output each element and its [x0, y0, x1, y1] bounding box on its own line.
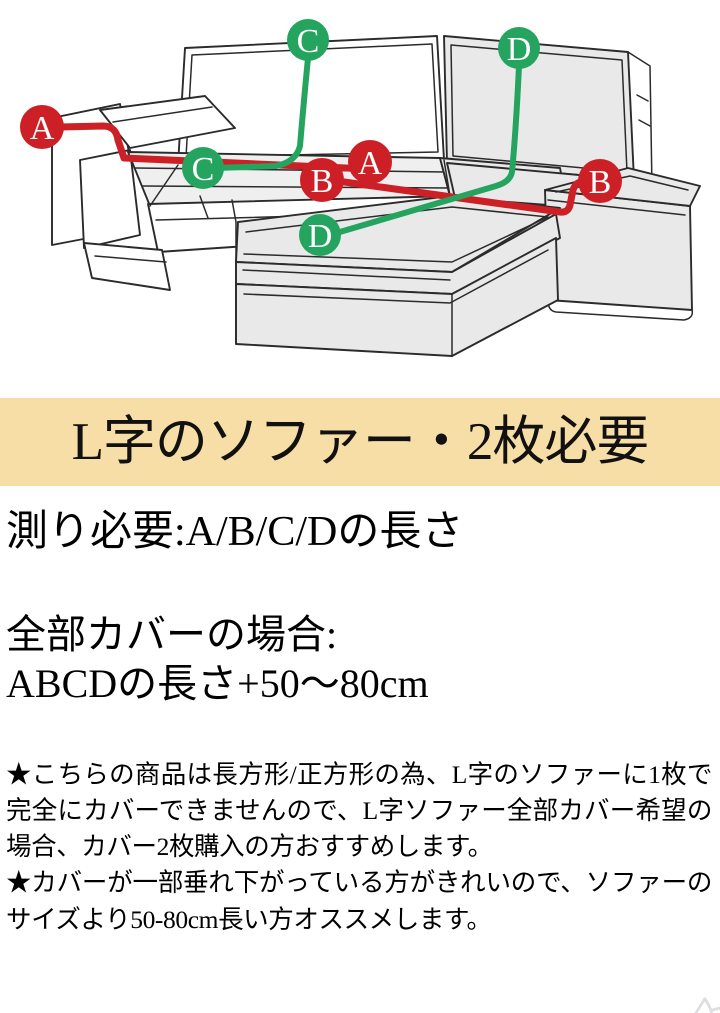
notes-section: ★こちらの商品は長方形/正方形の為、L字のソファーに1枚で完全にカバーできません…: [0, 709, 720, 938]
measure-badge-c-top: C: [287, 19, 329, 61]
page-title: L字のソファー・2枚必要: [71, 412, 650, 471]
full-cover-block: 全部カバーの場合: ABCDの長さ+50〜80cm: [0, 558, 720, 709]
measure-line-d: [330, 63, 522, 237]
measure-badge-d-front: D: [299, 214, 341, 256]
svg-text:C: C: [192, 151, 215, 188]
full-cover-formula: ABCDの長さ+50〜80cm: [6, 661, 429, 707]
svg-text:D: D: [308, 218, 333, 255]
full-cover-heading: 全部カバーの場合:: [6, 611, 338, 657]
svg-text:B: B: [589, 164, 612, 201]
svg-text:C: C: [297, 23, 320, 60]
sofa-diagram: .body-fill { fill:#e9e9e9; stroke:#2b2b2…: [0, 0, 720, 390]
measure-line-a: [56, 122, 372, 173]
measurement-requirement: 測り必要:A/B/C/Dの長さ: [6, 509, 464, 555]
svg-text:D: D: [507, 31, 532, 68]
measure-badge-c-front: C: [182, 147, 224, 189]
note-item: ★こちらの商品は長方形/正方形の為、L字のソファーに1枚で完全にカバーできません…: [6, 759, 712, 862]
sofa-diagram-svg: .body-fill { fill:#e9e9e9; stroke:#2b2b2…: [20, 19, 701, 357]
measure-badge-d-top: D: [498, 27, 540, 69]
measure-badge-a-left: A: [20, 105, 64, 149]
title-banner: L字のソファー・2枚必要: [0, 398, 720, 486]
content-area: 測り必要:A/B/C/Dの長さ 全部カバーの場合: ABCDの長さ+50〜80c…: [0, 486, 720, 938]
measure-badge-a-center: A: [348, 140, 392, 184]
note-item: ★カバーが一部垂れ下がっている方がきれいので、ソファーのサイズより50-80cm…: [6, 868, 712, 934]
measure-badge-b-right: B: [578, 159, 622, 203]
watermark: UTAKU プラス: [527, 981, 720, 1013]
svg-text:B: B: [311, 163, 334, 200]
svg-text:A: A: [358, 145, 383, 182]
svg-text:A: A: [30, 110, 55, 147]
measure-badge-b-center: B: [300, 158, 344, 202]
measure-line-c: [212, 55, 311, 171]
